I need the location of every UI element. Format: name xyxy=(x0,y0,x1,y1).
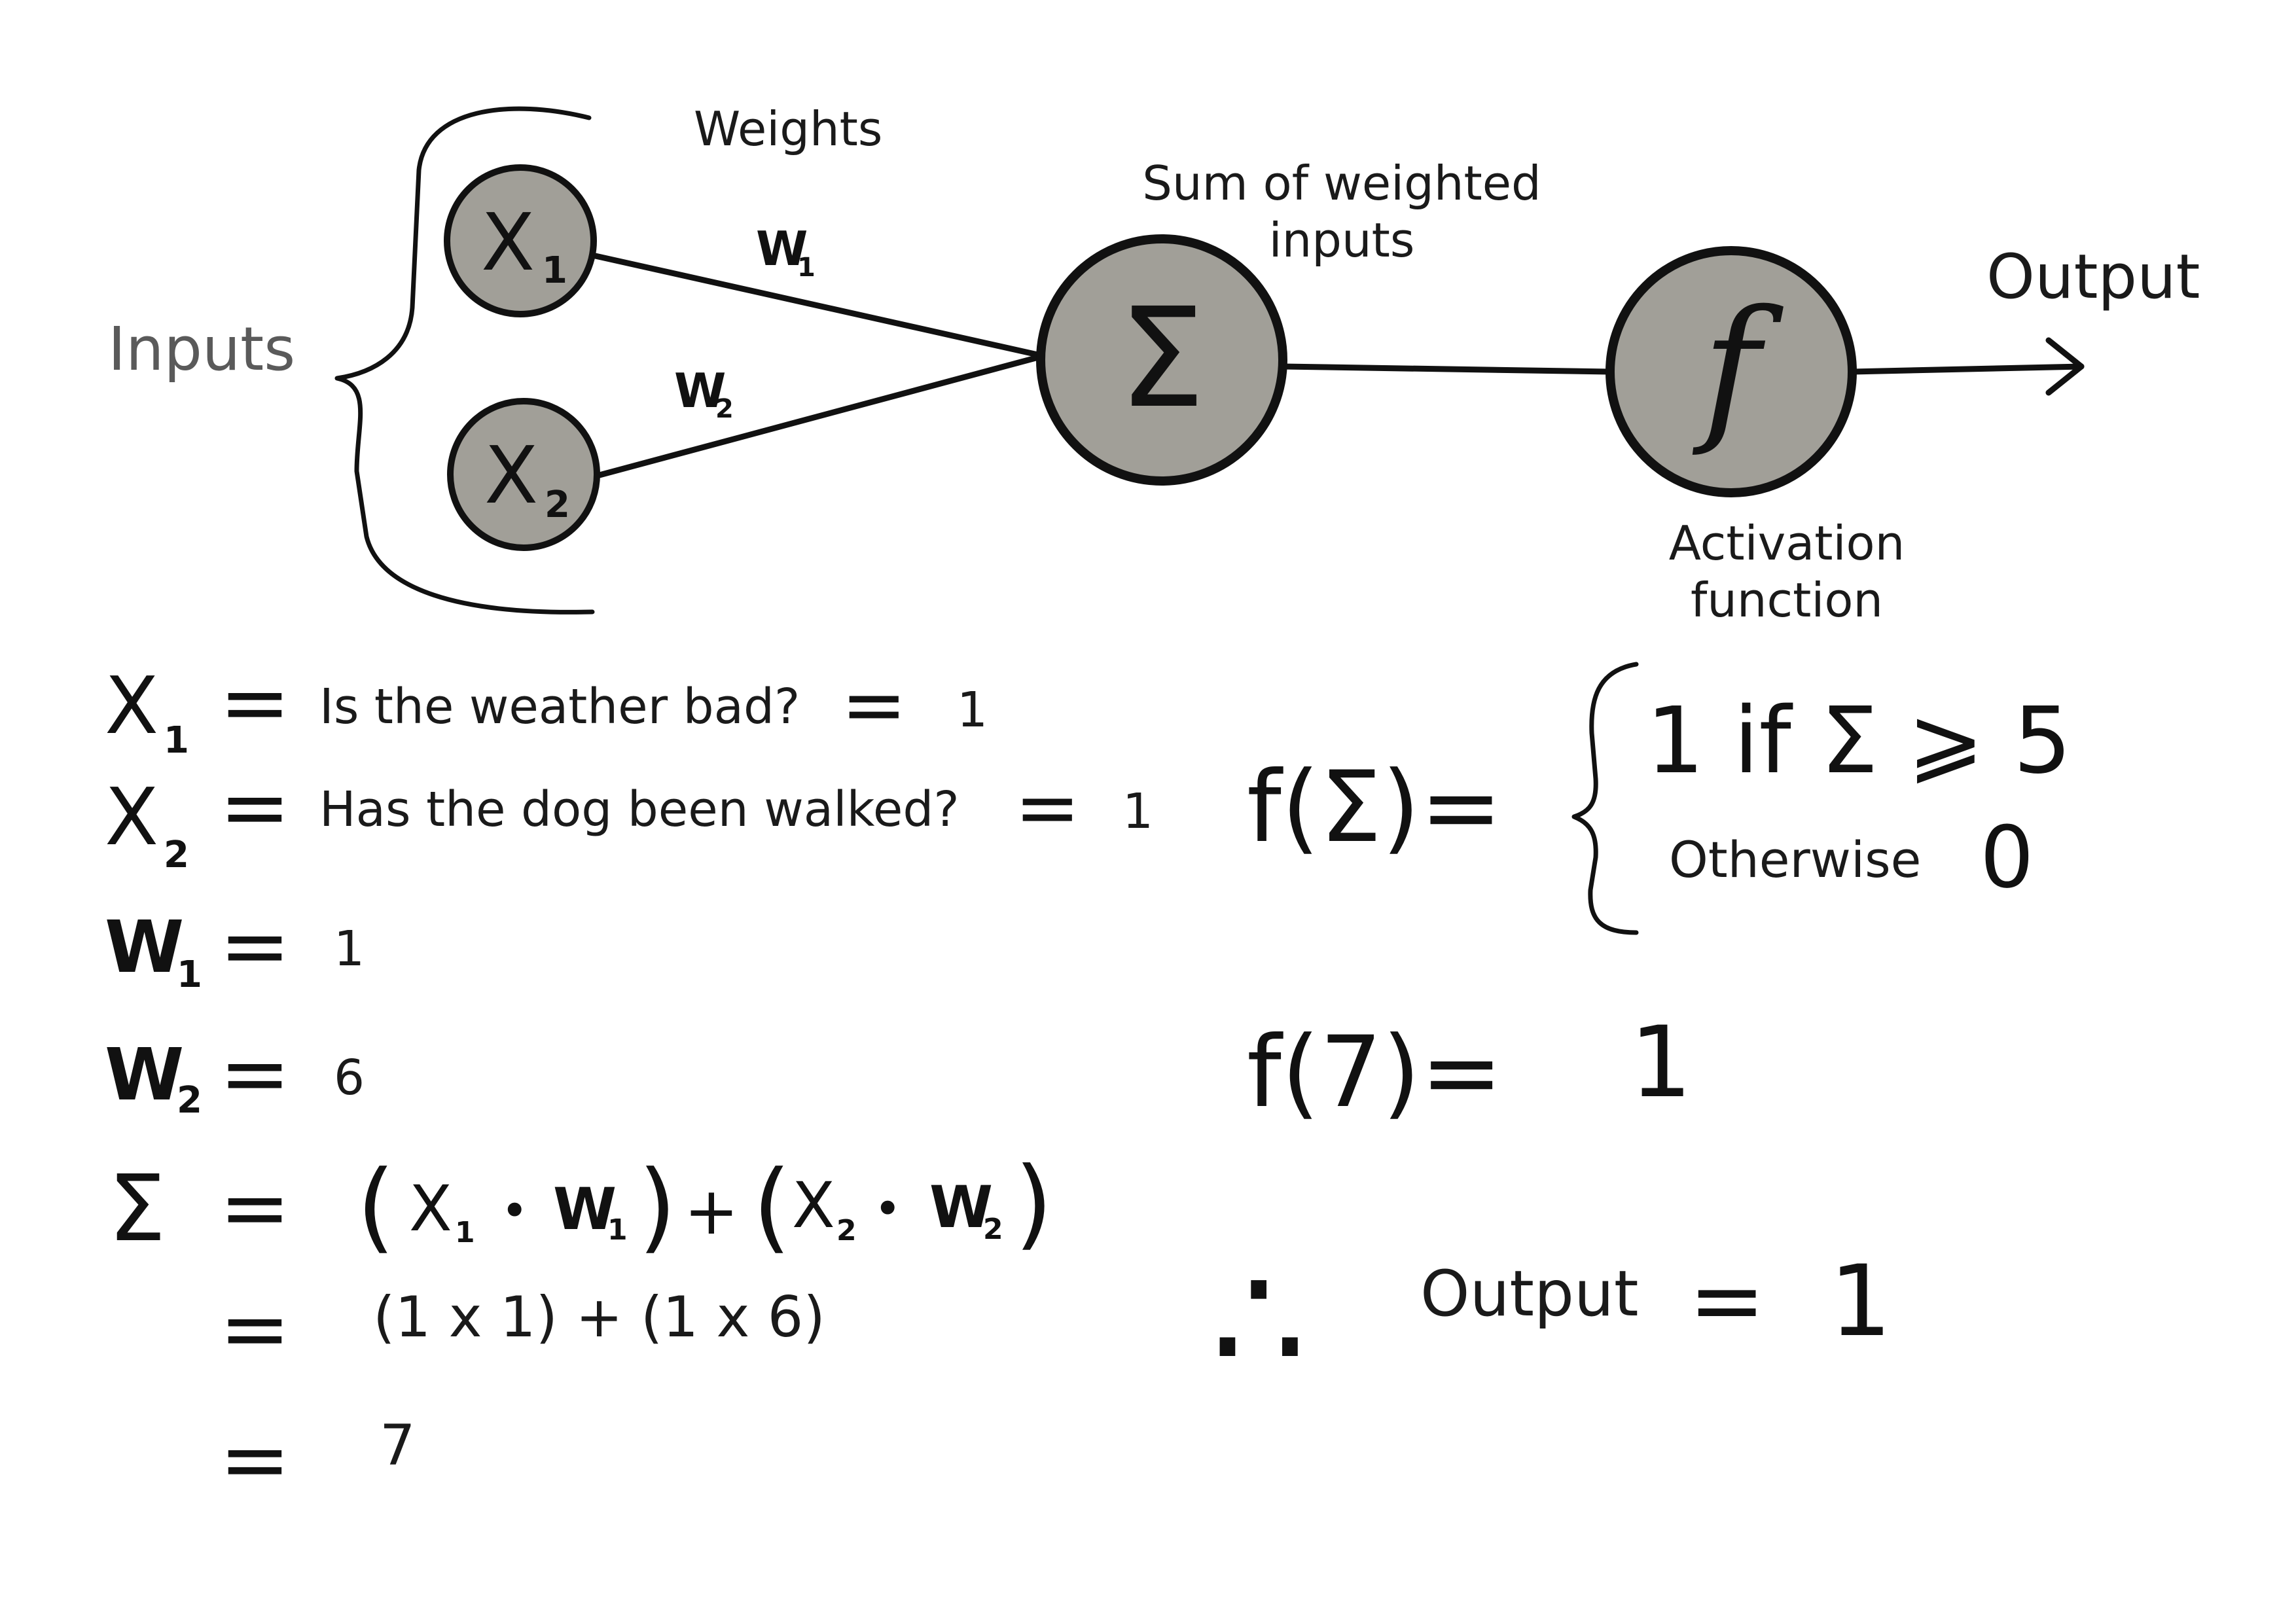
cases-brace xyxy=(1571,662,1639,935)
w1-def-symbol: W xyxy=(105,905,184,989)
activation-case2-label: Otherwise xyxy=(1669,830,1921,889)
x1-def-subscript: 1 xyxy=(164,719,189,762)
sum-calc-rparen1: ) xyxy=(638,1150,677,1264)
sum-calc-step2: (1 x 1) + (1 x 6) xyxy=(373,1285,825,1350)
w2-def-value: 6 xyxy=(334,1050,365,1106)
evaluation-lhs: f(7)= xyxy=(1247,1016,1503,1130)
w1-def-equals: = xyxy=(219,896,291,995)
sum-calc-step3: 7 xyxy=(380,1413,416,1478)
output-label: Output xyxy=(1986,241,2200,313)
sum-calc-w2-sub: 2 xyxy=(983,1213,1003,1246)
definition-x2: X 2 = Has the dog been walked? = 1 xyxy=(105,757,1153,876)
inputs-label: Inputs xyxy=(108,314,295,384)
evaluation-value: 1 xyxy=(1630,1006,1692,1120)
sum-calc-equals2: = xyxy=(219,1279,291,1378)
sum-calc-equals3: = xyxy=(219,1410,291,1509)
x1-def-equals2: = xyxy=(841,660,907,751)
sum-calc-x2-sub: 2 xyxy=(836,1214,857,1247)
x1-node-subscript: 1 xyxy=(542,249,567,292)
conclusion: ∴ Output = 1 xyxy=(1211,1232,1892,1407)
activation-case2-value: 0 xyxy=(1980,808,2034,907)
sum-calc-w2: W xyxy=(929,1173,993,1241)
x1-node-symbol: X xyxy=(481,198,535,289)
definition-x1: X 1 = Is the weather bad? = 1 xyxy=(105,652,988,762)
activation-label-line1: Activation xyxy=(1669,516,1905,571)
x2-def-subscript: 2 xyxy=(164,834,189,876)
activation-node: f xyxy=(1605,246,1857,497)
sum-calc-w1-sub: 1 xyxy=(607,1213,628,1247)
w1-edge-subscript: 1 xyxy=(797,253,816,283)
sum-label-line1: Sum of weighted xyxy=(1142,156,1541,211)
input-node-x2: X 2 xyxy=(447,398,600,551)
w2-def-subscript: 2 xyxy=(177,1079,202,1122)
x2-def-equals: = xyxy=(219,757,291,857)
activation-def-lhs: f(Σ)= xyxy=(1247,751,1502,865)
x2-node-subscript: 2 xyxy=(545,484,570,526)
edge-x1-sum xyxy=(589,252,1044,359)
w2-edge-label: W xyxy=(674,363,726,418)
activation-label-line2: function xyxy=(1691,573,1883,628)
sum-calc-symbol: Σ xyxy=(108,1156,166,1262)
definition-w2: W 2 = 6 xyxy=(105,1024,365,1123)
w2-def-equals: = xyxy=(219,1024,291,1123)
sum-calculation: Σ = ( X 1 • W 1 ) + ( X 2 • W 2 ) = (1 x… xyxy=(108,1147,1053,1509)
x1-def-question: Is the weather bad? xyxy=(319,679,800,735)
x2-def-question: Has the dog been walked? xyxy=(319,781,960,838)
x1-def-symbol: X xyxy=(105,661,158,752)
sum-label-line2: inputs xyxy=(1269,213,1415,268)
activation-evaluation: f(7)= 1 xyxy=(1247,1006,1692,1130)
x1-def-equals: = xyxy=(219,652,291,752)
activation-definition: f(Σ)= 1 if Σ ⩾ 5 Otherwise 0 xyxy=(1247,662,2072,935)
sum-calc-rparen2: ) xyxy=(1014,1147,1053,1260)
x2-def-equals2: = xyxy=(1014,762,1081,853)
sum-calc-x1: X xyxy=(409,1172,452,1245)
therefore-symbol: ∴ xyxy=(1211,1232,1306,1407)
x2-node-symbol: X xyxy=(484,431,538,522)
x2-def-symbol: X xyxy=(105,772,158,863)
sum-calc-x1-sub: 1 xyxy=(455,1216,475,1249)
input-node-x1: X 1 xyxy=(444,164,597,317)
inputs-brace xyxy=(334,106,595,615)
definition-w1: W 1 = 1 xyxy=(105,896,365,996)
w1-edge-label: W xyxy=(756,221,808,276)
sum-calc-dot1: • xyxy=(501,1183,528,1238)
sum-calc-x2: X xyxy=(792,1169,835,1242)
edge-sum-activation xyxy=(1280,363,1613,375)
conclusion-equals: = xyxy=(1689,1247,1765,1354)
edge-x2-sum xyxy=(594,353,1044,479)
sum-calc-plus: + xyxy=(684,1173,739,1249)
w2-edge-subscript: 2 xyxy=(715,394,734,424)
conclusion-value: 1 xyxy=(1829,1245,1892,1359)
sum-calc-lparen2: ( xyxy=(753,1150,791,1264)
w2-def-symbol: W xyxy=(105,1033,184,1116)
weights-label: Weights xyxy=(694,101,882,156)
w1-def-subscript: 1 xyxy=(177,954,202,996)
sum-node: Σ xyxy=(1036,234,1287,486)
sum-calc-w1: W xyxy=(553,1175,617,1243)
conclusion-label: Output xyxy=(1420,1257,1638,1330)
x2-def-value: 1 xyxy=(1122,783,1153,840)
output-arrow-line xyxy=(1849,363,2085,375)
output-arrow-head xyxy=(2045,337,2085,396)
sum-calc-dot2: • xyxy=(874,1181,901,1236)
x1-def-value: 1 xyxy=(957,682,988,738)
sum-node-symbol: Σ xyxy=(1119,278,1206,438)
activation-case1: 1 if Σ ⩾ 5 xyxy=(1646,688,2072,794)
sum-calc-lparen1: ( xyxy=(357,1150,395,1264)
sum-calc-equals1: = xyxy=(219,1158,291,1257)
w1-def-value: 1 xyxy=(334,921,365,977)
